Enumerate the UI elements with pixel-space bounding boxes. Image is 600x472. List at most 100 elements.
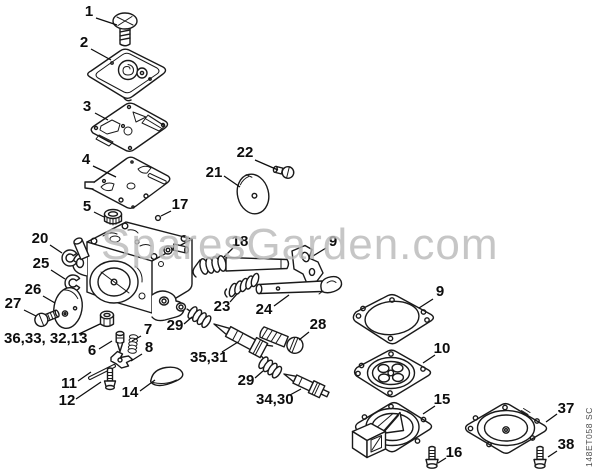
part-callout-8: 22 [237, 144, 254, 161]
cover-plate-2 [87, 48, 167, 102]
leader-line-11 [42, 295, 56, 304]
leader-line-1 [95, 17, 118, 26]
part-callout-32: 16 [446, 444, 463, 461]
carburetor-body [72, 221, 193, 322]
part-callout-31: 15 [434, 391, 451, 408]
leader-line-20 [183, 316, 193, 325]
screw-28 [259, 326, 304, 354]
lever-8 [110, 350, 134, 369]
leader-line-34 [547, 450, 558, 458]
leader-line-9 [49, 244, 63, 254]
leader-line-2 [90, 48, 112, 61]
screw-1 [112, 12, 138, 47]
circlip-20 [61, 249, 78, 267]
part-callout-33: 37 [558, 400, 575, 417]
screw-12 [103, 367, 117, 391]
leader-line-29 [418, 298, 434, 309]
spring-7 [127, 334, 139, 354]
leader-line-5 [93, 211, 105, 218]
leader-line-24 [223, 247, 234, 258]
part-callout-23: 34,30 [256, 391, 294, 408]
part-callout-22: 29 [238, 372, 255, 389]
part-callout-5: 5 [83, 198, 91, 215]
part-callout-4: 4 [82, 151, 91, 168]
spring-23 [224, 272, 260, 298]
leader-line-13 [78, 323, 101, 335]
part-callout-17: 11 [61, 375, 77, 392]
leader-line-31 [422, 405, 436, 415]
part-callout-20: 29 [167, 317, 184, 334]
part-callout-14: 6 [88, 342, 96, 359]
leader-line-16 [130, 353, 143, 362]
leader-line-19 [139, 379, 156, 392]
leader-line-21 [221, 341, 239, 353]
throttle-shaft-24 [255, 275, 343, 295]
gasket-plate-3 [90, 102, 169, 152]
part-callout-6: 17 [172, 196, 189, 213]
part-callout-34: 38 [558, 436, 575, 453]
diaphragm-10 [353, 349, 432, 398]
leader-line-14 [98, 340, 113, 350]
part-callout-7: 21 [206, 164, 223, 181]
leader-line-22 [254, 370, 264, 379]
screw-22 [272, 165, 295, 179]
leader-line-7 [223, 175, 241, 188]
part-callout-10: 25 [33, 255, 50, 272]
throttle-disc-21 [236, 173, 270, 215]
needle-35-31 [213, 323, 274, 361]
part-callout-19: 14 [122, 384, 139, 401]
part-callout-21: 35,31 [190, 349, 228, 366]
plate-4 [84, 156, 171, 209]
leader-line-33 [545, 413, 558, 423]
part-callout-12: 27 [5, 295, 22, 312]
part-callout-11: 26 [25, 281, 42, 298]
part-callout-3: 3 [83, 98, 91, 115]
part-callout-30: 10 [434, 340, 451, 357]
lever-9 [291, 244, 324, 285]
leader-line-17 [77, 371, 92, 382]
metering-spring-18 [192, 255, 290, 278]
part-callout-26: 23 [214, 298, 231, 315]
cover-37 [464, 402, 548, 454]
leader-line-23 [289, 388, 302, 396]
part-callout-24: 18 [232, 233, 249, 250]
leader-line-4 [92, 165, 117, 178]
part-callout-27: 24 [256, 301, 273, 318]
leader-line-26 [229, 293, 238, 303]
part-callout-29: 9 [436, 283, 444, 300]
leader-line-6 [160, 210, 172, 217]
spring-29a [186, 306, 212, 329]
leader-line-10 [50, 269, 66, 280]
welch-plug-14 [150, 366, 184, 387]
part-callout-2: 2 [80, 34, 88, 51]
part-callout-25: 9 [329, 233, 337, 250]
leader-line-32 [437, 457, 447, 464]
spring-29b [258, 356, 283, 379]
leader-line-27 [273, 294, 290, 307]
needle-6 [115, 330, 125, 353]
leader-line-25 [312, 247, 327, 257]
screw-38 [533, 445, 547, 469]
part-callout-1: 1 [85, 3, 93, 20]
disc-26 [53, 286, 83, 330]
leader-line-8 [254, 159, 279, 171]
part-callout-16: 8 [145, 339, 153, 356]
part-callout-9: 20 [32, 230, 49, 247]
gasket-9 [352, 293, 435, 345]
leader-line-28 [298, 331, 310, 341]
pin-17 [154, 214, 162, 222]
leader-line-30 [422, 354, 436, 364]
drawing-code: 148ET058 SC [584, 407, 594, 467]
part-callout-13: 36,33, 32,13 [4, 330, 87, 347]
leader-line-3 [94, 112, 109, 121]
needle-34-30 [283, 373, 330, 399]
sleeve-36-33-32-13 [99, 310, 115, 328]
part-callout-28: 28 [310, 316, 327, 333]
screw-27 [34, 309, 60, 328]
leader-line-15 [131, 335, 142, 342]
leader-line-12 [23, 309, 37, 317]
pump-cover-15 [351, 401, 433, 459]
